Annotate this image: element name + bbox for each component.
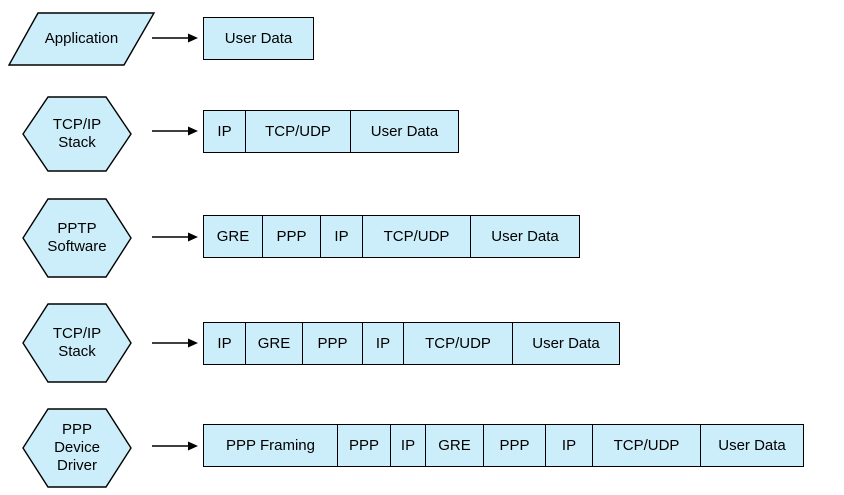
layer-shape-pptp-software xyxy=(22,198,132,278)
packet-field: TCP/UDP xyxy=(246,111,351,152)
layer-shape-ppp-device-driver xyxy=(22,408,132,488)
packet-field: GRE xyxy=(246,323,303,364)
packet-field: TCP/UDP xyxy=(404,323,513,364)
arrow-right-icon xyxy=(152,439,198,453)
packet-field: TCP/UDP xyxy=(363,216,471,257)
hexagon-icon xyxy=(22,96,132,172)
packet-field: IP xyxy=(204,323,246,364)
layer-shape-tcp-ip-stack-1 xyxy=(22,96,132,172)
packet-field: User Data xyxy=(718,437,786,454)
hexagon-icon xyxy=(22,303,132,383)
arrow-right-icon xyxy=(152,336,198,350)
arrow-right-icon xyxy=(152,124,198,138)
packet-field: User Data xyxy=(491,228,559,245)
packet-field: TCP/UDP xyxy=(593,425,701,466)
arrow-right-icon xyxy=(152,230,198,244)
packet-field: PPP xyxy=(338,425,391,466)
packet-field: User Data xyxy=(532,335,600,352)
layer-shape-tcp-ip-stack-2 xyxy=(22,303,132,383)
packet-field: IP xyxy=(546,425,593,466)
packet-field: GRE xyxy=(426,425,484,466)
packet-strip-application: User Data xyxy=(203,17,314,60)
packet-field: IP xyxy=(321,216,363,257)
packet-field: PPP xyxy=(484,425,546,466)
packet-field: PPP xyxy=(303,323,363,364)
packet-field: User Data xyxy=(370,123,439,140)
packet-field: User Data xyxy=(224,30,293,47)
packet-field: PPP xyxy=(263,216,321,257)
layer-shape-application xyxy=(8,12,155,66)
packet-field: IP xyxy=(363,323,404,364)
packet-field: IP xyxy=(204,111,246,152)
packet-field: GRE xyxy=(204,216,263,257)
packet-field: PPP Framing xyxy=(204,425,338,466)
hexagon-icon xyxy=(22,408,132,488)
packet-field: IP xyxy=(391,425,426,466)
parallelogram-icon xyxy=(8,12,155,66)
hexagon-icon xyxy=(22,198,132,278)
arrow-right-icon xyxy=(152,31,198,45)
